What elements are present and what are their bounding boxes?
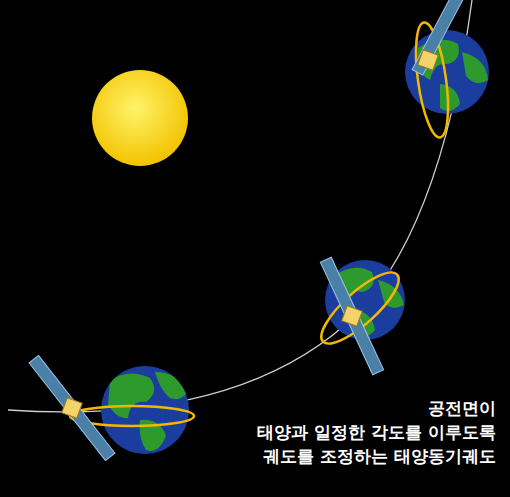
caption-line: 태양과 일정한 각도를 이루도록 — [257, 420, 496, 444]
caption-line: 공전면이 — [257, 396, 496, 420]
revolution-path — [8, 0, 472, 412]
satellite — [29, 355, 115, 460]
satellite — [320, 257, 383, 374]
satellite — [412, 0, 468, 75]
caption-line: 궤도를 조정하는 태양동기궤도 — [257, 444, 496, 468]
earth — [405, 21, 489, 140]
earth — [70, 366, 194, 454]
sun — [92, 70, 188, 166]
caption-block: 공전면이태양과 일정한 각도를 이루도록궤도를 조정하는 태양동기궤도 — [257, 396, 496, 468]
